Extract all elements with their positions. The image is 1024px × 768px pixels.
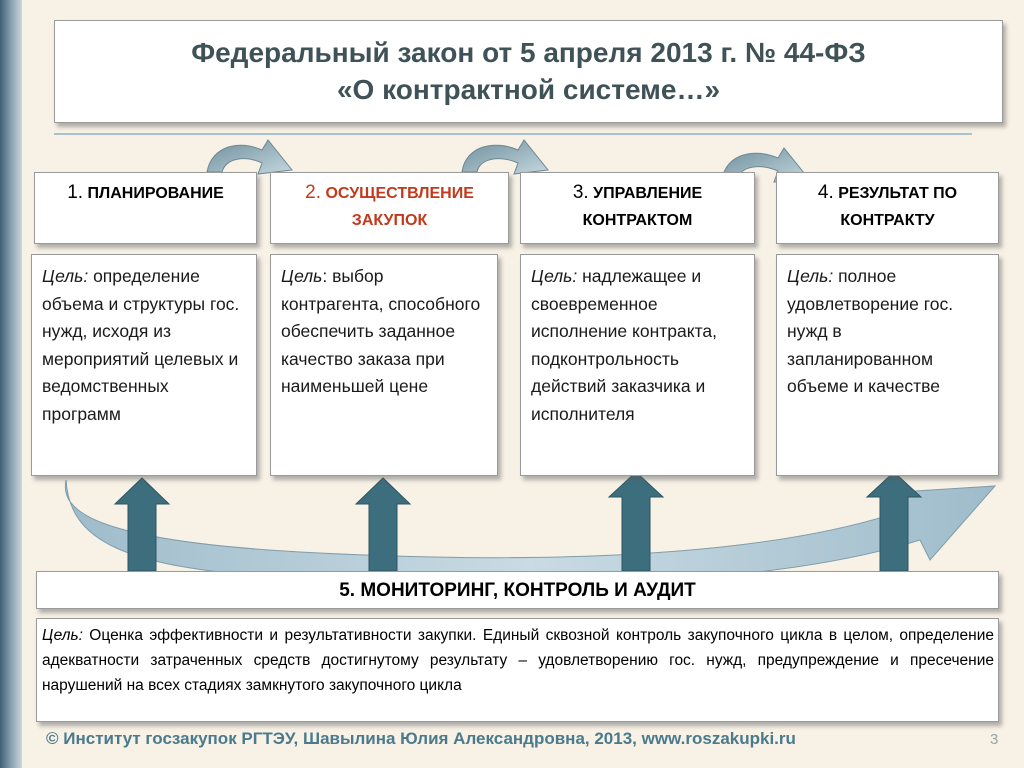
monitoring-goal-text: Оценка эффективности и результативности … <box>42 627 994 694</box>
stage-1-label: ПЛАНИРОВАНИЕ <box>87 185 224 202</box>
goal-4-text: полное удовлетворение гос. нужд в заплан… <box>787 266 954 396</box>
goal-1-prefix: Цель: <box>42 266 89 286</box>
footer-copyright: © Институт госзакупок РГТЭУ, Шавылина Юл… <box>46 729 796 748</box>
stage-2-number: 2. <box>305 182 321 203</box>
stage-1-number: 1. <box>67 182 84 203</box>
title-line-1: Федеральный закон от 5 апреля 2013 г. № … <box>191 37 866 68</box>
stage-3-label: УПРАВЛЕНИЕ КОНТРАКТОМ <box>582 185 703 229</box>
stage-4-box: 4. РЕЗУЛЬТАТ ПО КОНТРАКТУ <box>776 172 999 244</box>
monitoring-title-box: 5. МОНИТОРИНГ, КОНТРОЛЬ И АУДИТ <box>36 571 999 609</box>
curved-arrow-2-3 <box>461 139 549 175</box>
up-arrow-4 <box>865 471 923 572</box>
monitoring-title: 5. МОНИТОРИНГ, КОНТРОЛЬ И АУДИТ <box>339 580 696 601</box>
title-line-2: «О контрактной системе…» <box>336 74 721 105</box>
up-arrow-3 <box>607 471 665 572</box>
up-arrow-2 <box>354 477 412 572</box>
return-curve-arrow <box>64 479 997 586</box>
goal-1-box: Цель: определение объема и структуры гос… <box>31 254 257 476</box>
left-decor-bar <box>0 0 22 768</box>
curved-arrow-1-2 <box>206 139 293 175</box>
goal-4-prefix: Цель: <box>787 266 834 286</box>
goal-4-box: Цель: полное удовлетворение гос. нужд в … <box>776 254 999 476</box>
monitoring-goal-box: Цель: Оценка эффективности и результатив… <box>36 618 999 722</box>
up-arrow-1 <box>113 477 171 572</box>
stage-4-number: 4. <box>817 182 834 203</box>
goal-2-box: Цель: выбор контрагента, способного обес… <box>270 254 498 476</box>
goal-3-box: Цель: надлежащее и своевременное исполне… <box>520 254 755 476</box>
goal-2-prefix: Цель <box>281 266 323 286</box>
goal-3-text: надлежащее и своевременное исполнение ко… <box>531 266 717 424</box>
goal-1-text: определение объема и структуры гос. нужд… <box>42 266 240 424</box>
page-number: 3 <box>990 731 999 748</box>
goal-2-text: : выбор контрагента, способного обеспечи… <box>281 266 481 396</box>
title-divider <box>54 133 972 135</box>
goal-3-prefix: Цель: <box>531 266 578 286</box>
stage-3-number: 3. <box>572 182 589 203</box>
stage-2-box: 2. ОСУЩЕСТВЛЕНИЕ ЗАКУПОК <box>270 172 509 244</box>
monitoring-goal-prefix: Цель: <box>42 627 83 644</box>
stage-2-label: ОСУЩЕСТВЛЕНИЕ ЗАКУПОК <box>325 185 474 229</box>
stage-1-box: 1. ПЛАНИРОВАНИЕ <box>34 172 257 244</box>
stage-4-label: РЕЗУЛЬТАТ ПО КОНТРАКТУ <box>838 185 958 229</box>
stage-3-box: 3. УПРАВЛЕНИЕ КОНТРАКТОМ <box>520 172 755 244</box>
title-box: Федеральный закон от 5 апреля 2013 г. № … <box>54 20 1003 123</box>
